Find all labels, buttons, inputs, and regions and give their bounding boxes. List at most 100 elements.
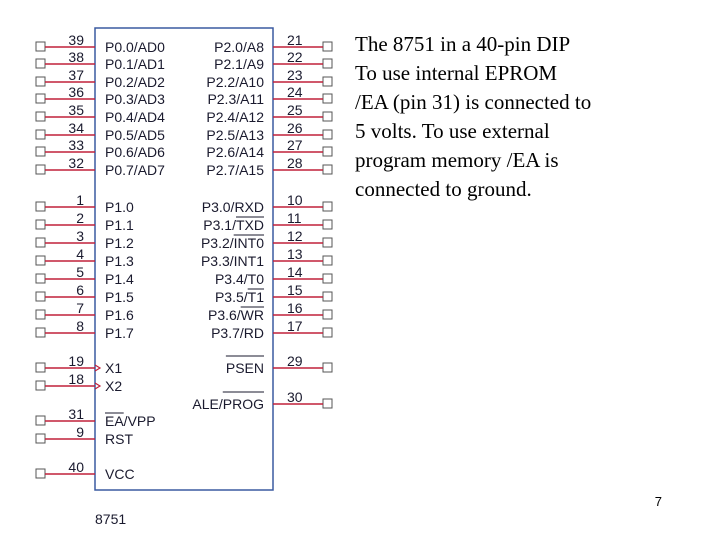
pin-number: 36 — [68, 84, 84, 100]
pin-name: P2.2/A10 — [206, 74, 264, 90]
pin-name: P3.1/TXD — [203, 217, 264, 233]
pin-number: 9 — [76, 424, 84, 440]
pin-number: 30 — [287, 389, 303, 405]
pin-number: 24 — [287, 84, 303, 100]
pin-number: 8 — [76, 318, 84, 334]
pin-name: P2.0/A8 — [214, 39, 264, 55]
pin-number: 35 — [68, 102, 84, 118]
pin-name: P2.3/A11 — [207, 91, 264, 107]
pin-number: 25 — [287, 102, 303, 118]
pin-number: 11 — [287, 210, 302, 226]
pin-terminal — [322, 93, 333, 104]
pin-terminal — [322, 146, 333, 157]
pin-number: 15 — [287, 282, 303, 298]
pin-number: 26 — [287, 120, 303, 136]
pin-name: P1.5 — [105, 289, 134, 305]
pin-name: P0.1/AD1 — [105, 56, 165, 72]
pin-name: P3.4/T0 — [215, 271, 264, 287]
pin-terminal — [35, 380, 46, 391]
pin-terminal — [322, 164, 333, 175]
pin-number: 16 — [287, 300, 303, 316]
pin-number: 12 — [287, 228, 303, 244]
pin-terminal — [322, 201, 333, 212]
pin-name: P1.0 — [105, 199, 134, 215]
pin-name: P2.7/A15 — [206, 162, 264, 178]
pin-terminal — [35, 146, 46, 157]
pin-terminal — [322, 327, 333, 338]
pin-terminal — [35, 76, 46, 87]
pin-number: 6 — [76, 282, 84, 298]
pin-name: P1.4 — [105, 271, 134, 287]
pin-name: RST — [105, 431, 133, 447]
pin-terminal — [35, 309, 46, 320]
pin-name: X2 — [105, 378, 122, 394]
pin-terminal — [35, 129, 46, 140]
caption-line: The 8751 in a 40-pin DIP — [355, 32, 571, 56]
pin-terminal — [35, 237, 46, 248]
pin-number: 27 — [287, 137, 303, 153]
pin-number: 29 — [287, 353, 303, 369]
clock-arrow-icon — [94, 382, 102, 390]
pin-terminal — [35, 415, 46, 426]
pin-terminal — [35, 433, 46, 444]
pin-number: 23 — [287, 67, 303, 83]
caption-line: To use internal EPROM — [355, 61, 558, 85]
pin-number: 2 — [76, 210, 84, 226]
pin-terminal — [35, 219, 46, 230]
pin-terminal — [322, 111, 333, 122]
pin-number: 10 — [287, 192, 303, 208]
pin-number: 28 — [287, 155, 303, 171]
pin-number: 32 — [68, 155, 84, 171]
pin-name: P0.5/AD5 — [105, 127, 165, 143]
pin-terminal — [322, 219, 333, 230]
pin-name: P0.7/AD7 — [105, 162, 165, 178]
page-number: 7 — [654, 494, 662, 509]
pin-number: 22 — [287, 49, 303, 65]
pin-name: P1.6 — [105, 307, 134, 323]
pin-terminal — [35, 111, 46, 122]
pin-number: 37 — [68, 67, 84, 83]
pin-name: P2.5/A13 — [206, 127, 264, 143]
pin-number: 21 — [287, 32, 303, 48]
pin-number: 1 — [76, 192, 84, 208]
pin-terminal — [322, 237, 333, 248]
pin-number: 34 — [68, 120, 84, 136]
pin-terminal — [322, 309, 333, 320]
pin-name: P0.2/AD2 — [105, 74, 165, 90]
pin-name: P1.7 — [105, 325, 134, 341]
pin-name: P3.0/RXD — [202, 199, 264, 215]
pin-name: P3.5/T1 — [215, 289, 264, 305]
pin-name: P0.3/AD3 — [105, 91, 165, 107]
caption-line: connected to ground. — [355, 177, 532, 201]
pin-number: 14 — [287, 264, 303, 280]
pin-number: 4 — [76, 246, 84, 262]
pin-name: P1.2 — [105, 235, 134, 251]
pin-number: 7 — [76, 300, 84, 316]
pin-name: VCC — [105, 466, 135, 482]
pin-name: P0.4/AD4 — [105, 109, 165, 125]
pin-number: 3 — [76, 228, 84, 244]
pin-terminal — [322, 76, 333, 87]
clock-arrow-icon — [94, 364, 102, 372]
pin-terminal — [35, 201, 46, 212]
pin-name: P0.6/AD6 — [105, 144, 165, 160]
pin-terminal — [322, 58, 333, 69]
pin-terminal — [35, 327, 46, 338]
pin-terminal — [322, 273, 333, 284]
pin-number: 33 — [68, 137, 84, 153]
pin-terminal — [35, 58, 46, 69]
chip-body — [94, 27, 274, 491]
pin-terminal — [322, 129, 333, 140]
pin-name: P3.6/WR — [208, 307, 264, 323]
caption-text: The 8751 in a 40-pin DIP To use internal… — [355, 30, 695, 204]
pin-number: 39 — [68, 32, 84, 48]
pin-terminal — [35, 41, 46, 52]
pin-number: 38 — [68, 49, 84, 65]
pin-name: P3.3/INT1 — [201, 253, 264, 269]
pin-terminal — [35, 164, 46, 175]
pin-name: X1 — [105, 360, 122, 376]
pin-number: 18 — [68, 371, 84, 387]
pin-name: P3.2/INT0 — [201, 235, 264, 251]
pin-terminal — [322, 41, 333, 52]
pin-terminal — [35, 255, 46, 266]
